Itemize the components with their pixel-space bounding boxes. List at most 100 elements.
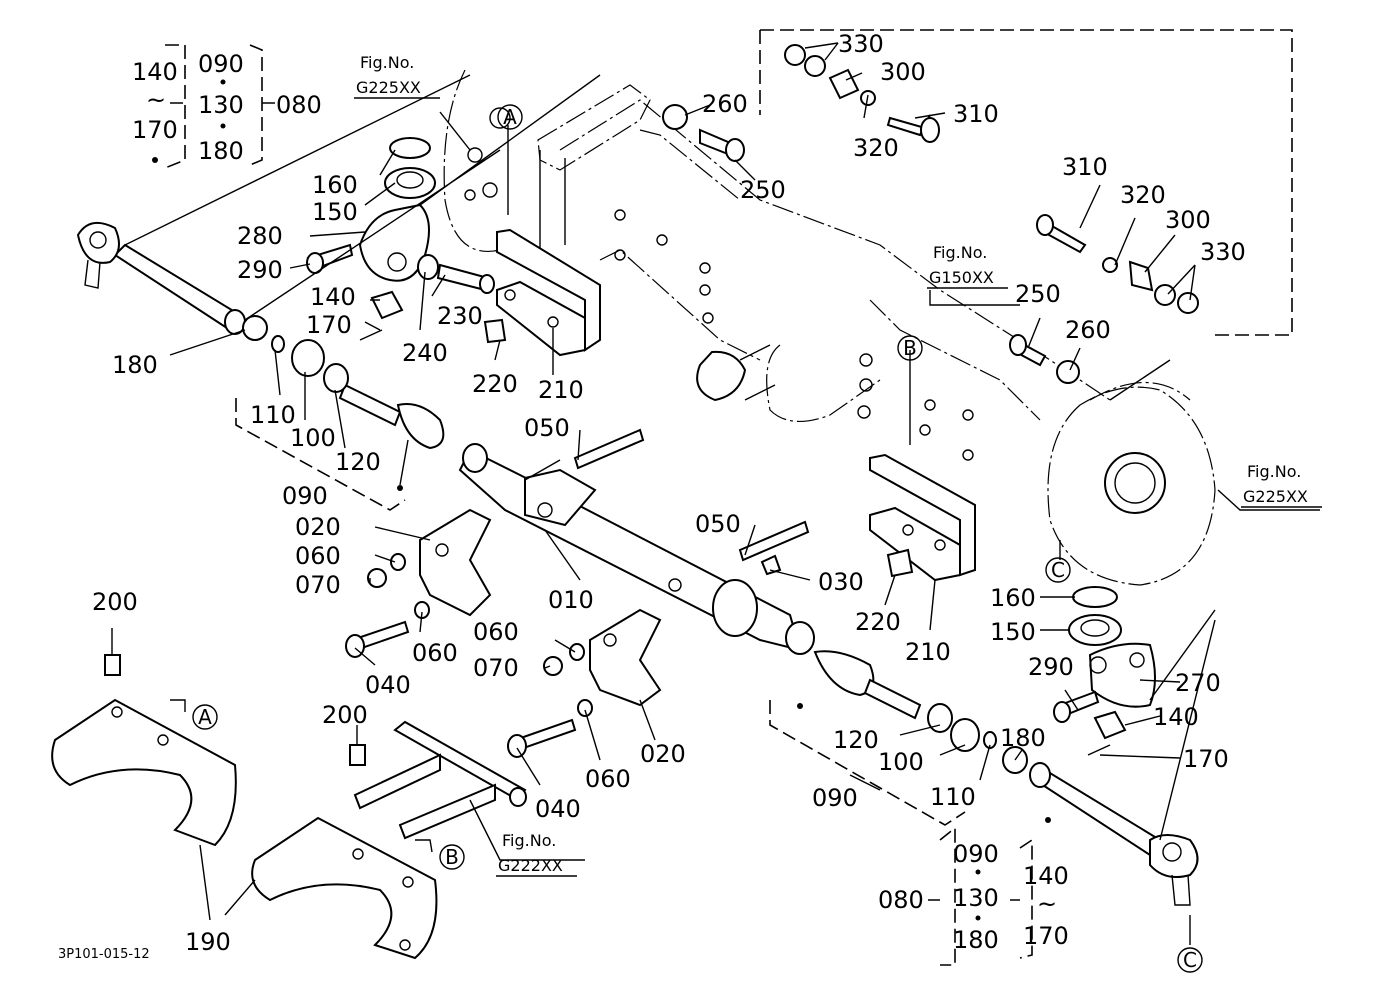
part-label: 260 xyxy=(1065,316,1111,344)
part-label: 110 xyxy=(250,401,296,429)
group-box-right-090 xyxy=(769,700,966,826)
svg-text:Fig.No.: Fig.No. xyxy=(360,53,414,72)
part-label: 050 xyxy=(695,510,741,538)
part-label: 330 xyxy=(1200,238,1246,266)
part-label: 010 xyxy=(548,586,594,614)
part-label: 050 xyxy=(524,414,570,442)
bracket-group-bottom-right: 090 130 180 080 140 ~ 170 xyxy=(878,840,1069,954)
part-label: 200 xyxy=(92,588,138,616)
svg-text:C: C xyxy=(1183,948,1197,972)
part-label: 150 xyxy=(312,198,358,226)
part-label: 230 xyxy=(437,302,483,330)
fig-ref-g225-top: Fig.No. G225XX xyxy=(354,53,440,99)
part-label: 060 xyxy=(585,765,631,793)
svg-text:C: C xyxy=(1051,558,1065,582)
part-label: 030 xyxy=(818,568,864,596)
part-label: 220 xyxy=(472,370,518,398)
part-label: 060 xyxy=(473,618,519,646)
part-label: 160 xyxy=(990,584,1036,612)
part-label: 140 xyxy=(310,283,356,311)
fig-ref-g225-right: Fig.No. G225XX xyxy=(1241,462,1322,508)
transmission-housing xyxy=(443,69,1216,586)
bracket-br-left xyxy=(939,826,956,966)
hardware xyxy=(104,44,1199,774)
svg-text:B: B xyxy=(445,845,459,869)
part-label: 270 xyxy=(1175,669,1221,697)
part-label: 020 xyxy=(640,740,686,768)
part-label: 180 xyxy=(1000,724,1046,752)
bracket-br-right xyxy=(1019,838,1033,959)
svg-text:G225XX: G225XX xyxy=(1243,487,1308,506)
part-label: 090 xyxy=(812,784,858,812)
bracket-tl-inner xyxy=(249,44,263,166)
svg-text:180: 180 xyxy=(198,137,244,165)
part-labels: 330 300 320 310 260 250 310 320 300 330 … xyxy=(92,30,1246,956)
part-label: 290 xyxy=(1028,653,1074,681)
bracket-tl-outer xyxy=(164,44,186,169)
svg-text:180: 180 xyxy=(953,926,999,954)
svg-text:B: B xyxy=(903,336,917,360)
svg-text:Fig.No.: Fig.No. xyxy=(933,243,987,262)
part-label: 260 xyxy=(702,90,748,118)
svg-text:140: 140 xyxy=(132,58,178,86)
svg-text:G222XX: G222XX xyxy=(498,856,563,875)
part-label: 310 xyxy=(1062,153,1108,181)
callout-a-top: A xyxy=(497,104,523,130)
part-label: 170 xyxy=(306,311,352,339)
part-label: 300 xyxy=(880,58,926,86)
part-label: 250 xyxy=(740,176,786,204)
skid-guard-190-left xyxy=(51,698,237,847)
part-label: 180 xyxy=(112,351,158,379)
fig-ref-g222: Fig.No. G222XX xyxy=(496,831,577,877)
part-label: 330 xyxy=(838,30,884,58)
part-label: 300 xyxy=(1165,206,1211,234)
part-label: 250 xyxy=(1015,280,1061,308)
part-label: 320 xyxy=(853,134,899,162)
knuckle-arm-270 xyxy=(1088,642,1156,708)
part-label: 320 xyxy=(1120,181,1166,209)
axle-cylinder-010 xyxy=(458,443,815,655)
svg-text:A: A xyxy=(503,105,517,129)
callout-a-guard: A xyxy=(192,704,218,730)
part-label: 090 xyxy=(282,482,328,510)
part-label: 100 xyxy=(290,424,336,452)
svg-text:A: A xyxy=(198,705,212,729)
leader-lines xyxy=(111,42,1320,945)
svg-text:~: ~ xyxy=(146,86,166,114)
bracket-group-top-left: 140 ~ 170 090 130 180 080 xyxy=(132,50,322,165)
inner-ball-joint-right xyxy=(813,650,922,720)
part-label: 290 xyxy=(237,256,283,284)
svg-text:090: 090 xyxy=(953,840,999,868)
svg-text:170: 170 xyxy=(132,116,178,144)
svg-text:G150XX: G150XX xyxy=(929,268,994,287)
part-label: 170 xyxy=(1183,745,1229,773)
svg-text:080: 080 xyxy=(878,886,924,914)
callout-b-guard: B xyxy=(439,844,465,870)
part-label: 120 xyxy=(335,448,381,476)
diagram-code: 3P101-015-12 xyxy=(58,947,150,962)
part-label: 100 xyxy=(878,748,924,776)
part-label: 200 xyxy=(322,701,368,729)
svg-text:G225XX: G225XX xyxy=(356,78,421,97)
svg-text:140: 140 xyxy=(1023,862,1069,890)
svg-text:Fig.No.: Fig.No. xyxy=(1247,462,1301,481)
part-label: 060 xyxy=(412,639,458,667)
callout-c-mid: C xyxy=(1045,557,1071,583)
guard-frame-g222 xyxy=(353,720,527,840)
support-bracket-020-upper xyxy=(419,508,492,617)
bracket-210-lower xyxy=(869,453,976,582)
part-label: 190 xyxy=(185,928,231,956)
skid-guard-190-right xyxy=(251,816,438,960)
part-label: 310 xyxy=(953,100,999,128)
svg-text:090: 090 xyxy=(198,50,244,78)
part-label: 040 xyxy=(365,671,411,699)
svg-text:080: 080 xyxy=(276,91,322,119)
tie-rod-right xyxy=(1029,762,1199,906)
part-label: 240 xyxy=(402,339,448,367)
part-label: 070 xyxy=(295,571,341,599)
part-label: 160 xyxy=(312,171,358,199)
part-label: 220 xyxy=(855,608,901,636)
inner-ball-joint-left xyxy=(338,383,445,486)
